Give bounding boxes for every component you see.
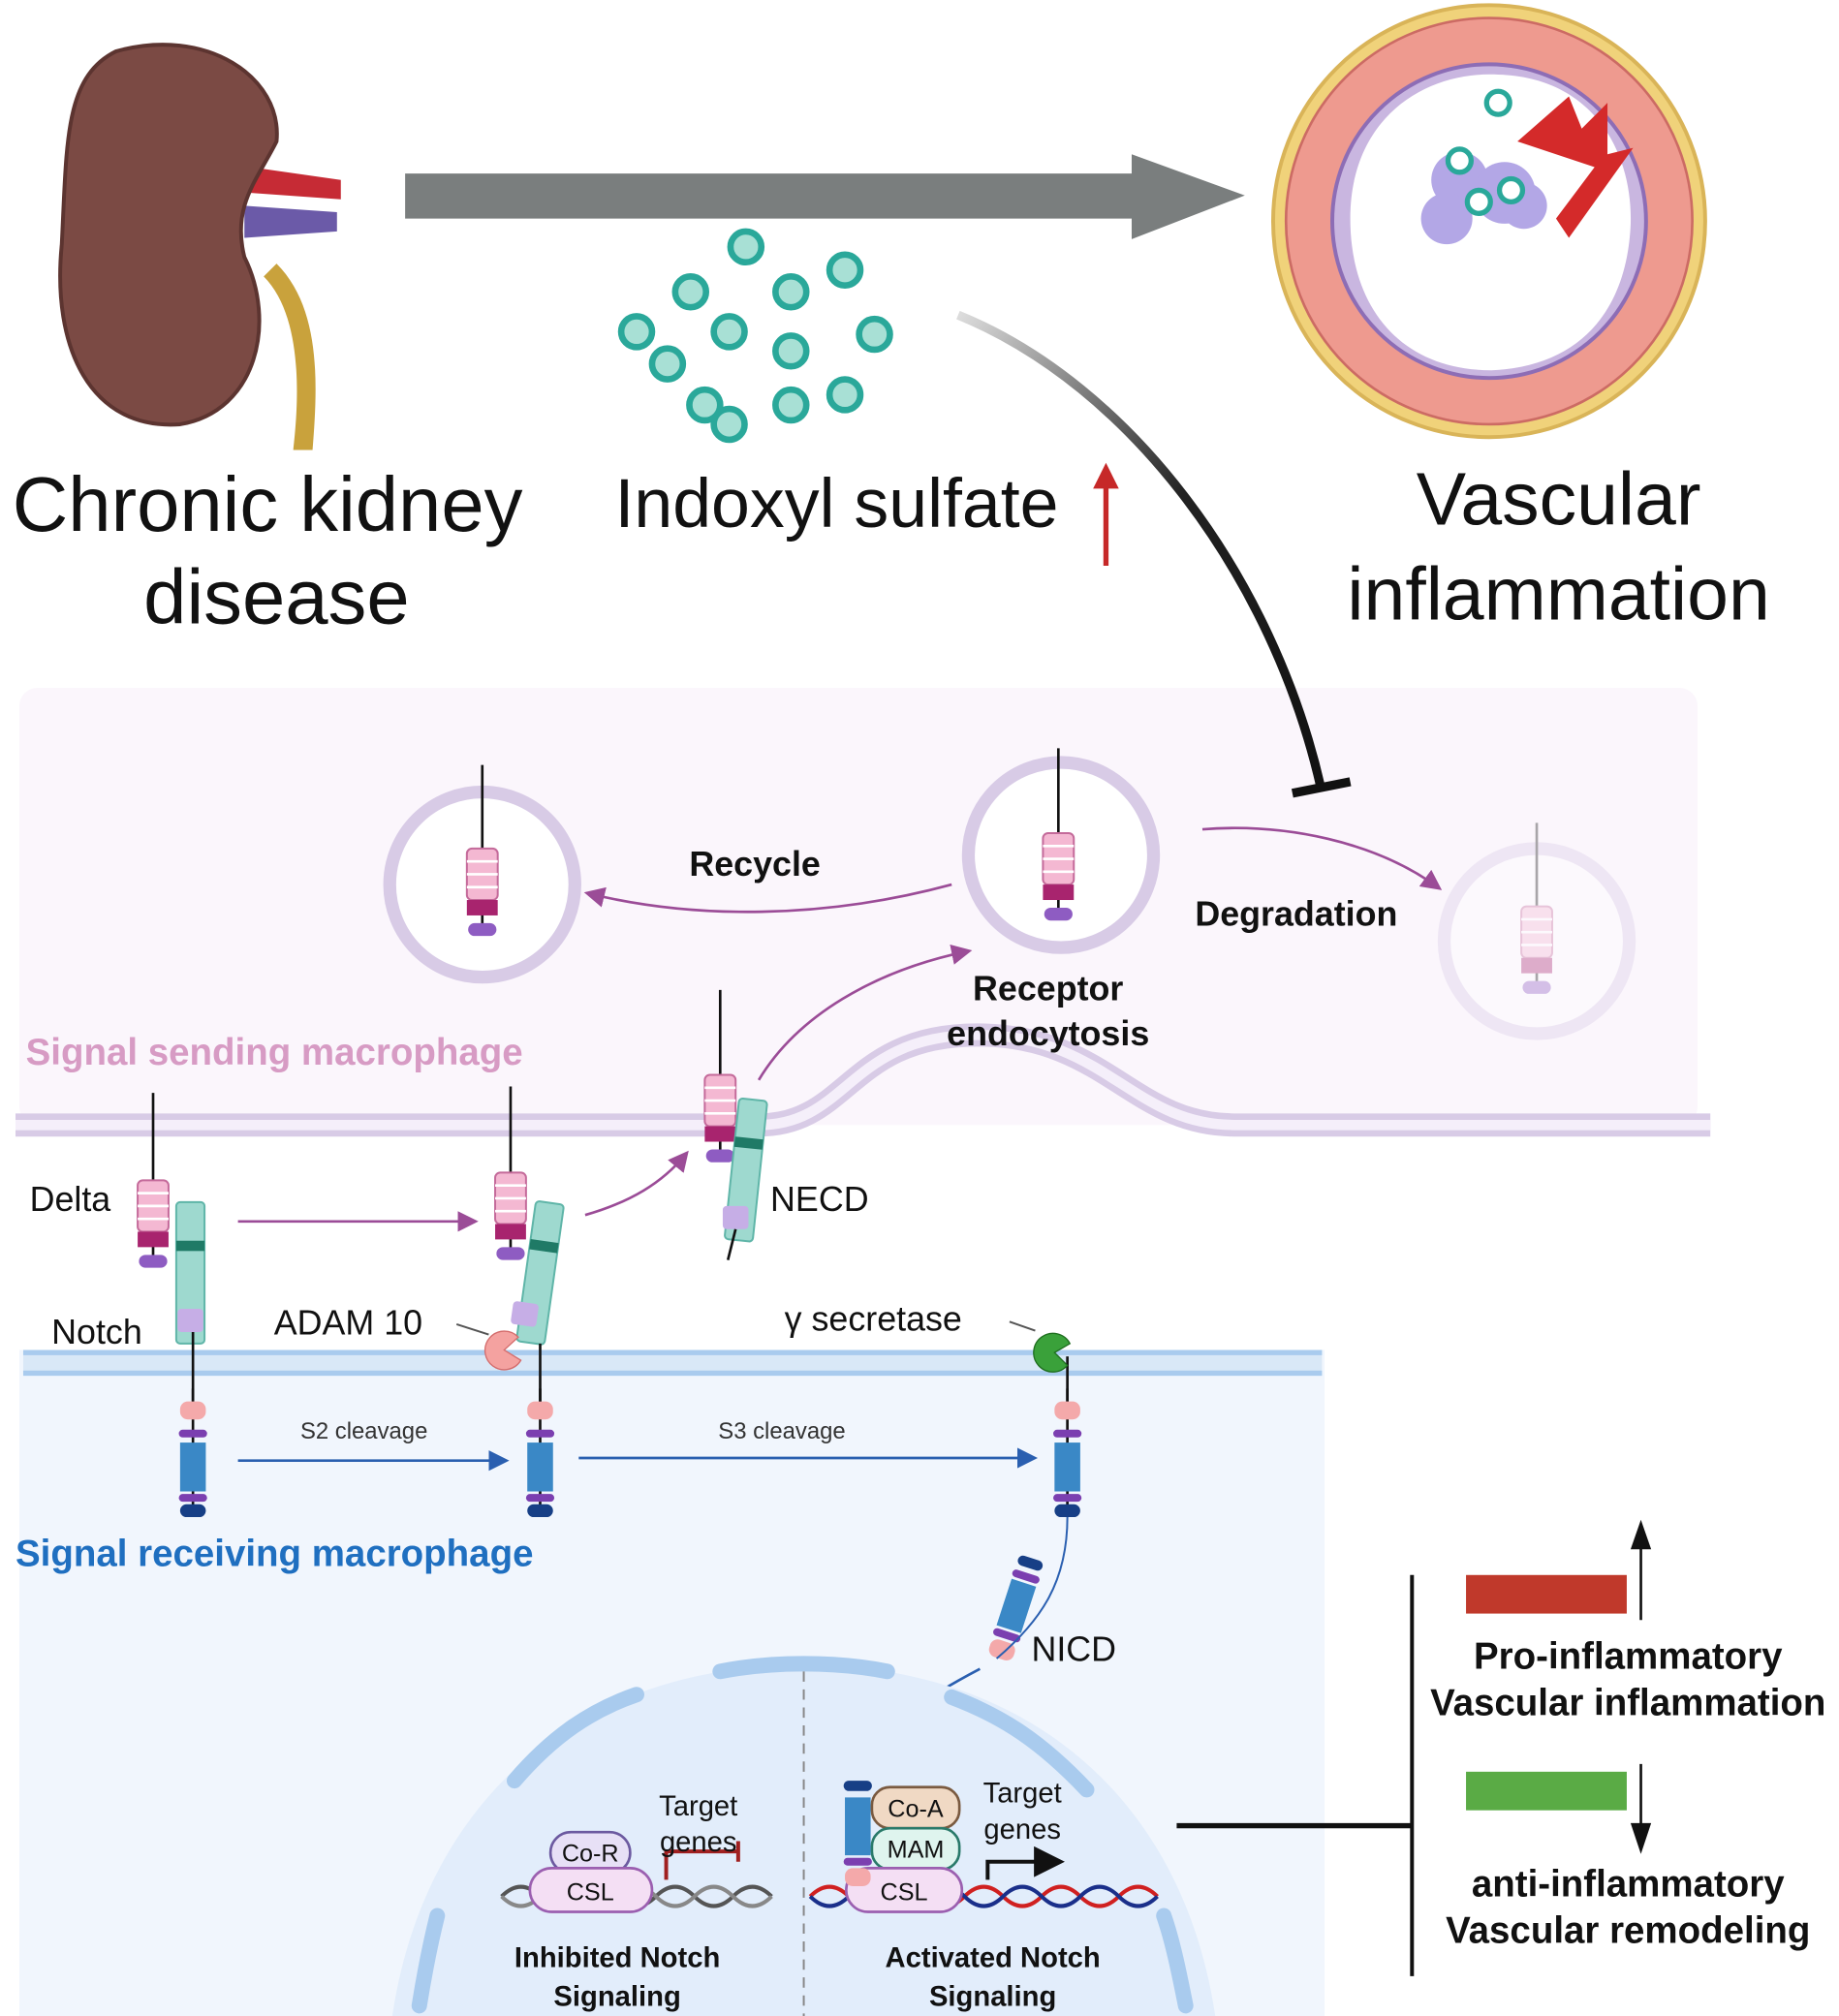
mam-label: MAM [888, 1837, 945, 1864]
adam10-label: ADAM 10 [274, 1304, 422, 1343]
inhibited-complex [500, 1830, 773, 1913]
activated-signaling-label: Activated Notch [886, 1943, 1101, 1974]
target-label-inhibited: Target [659, 1791, 737, 1822]
degradation-arrow [1201, 826, 1443, 890]
nicd-label: NICD [1031, 1630, 1116, 1669]
inhibited-signaling-label-line2: Signaling [553, 1981, 680, 2012]
necd-label: NECD [770, 1180, 869, 1219]
increase-arrow-icon [1093, 462, 1119, 566]
csl-label-activated: CSL [881, 1879, 928, 1907]
progression-arrow [405, 154, 1245, 239]
ckd-label-line2: disease [143, 554, 409, 640]
vascular-label: Vascular [1417, 457, 1701, 541]
anti-inflammatory-bar [1466, 1771, 1627, 1811]
degradation-label: Degradation [1195, 895, 1397, 934]
indoxyl-sulfate-label: Indoxyl sulfate [614, 465, 1058, 543]
delta-label: Delta [30, 1180, 111, 1219]
signal-receiving-macrophage-label: Signal receiving macrophage [16, 1533, 533, 1574]
cor-label: Co-R [562, 1841, 619, 1868]
activation-arrow-icon [985, 1845, 1065, 1880]
activated-signaling-label-line2: Signaling [929, 1981, 1056, 2012]
pro-inflammatory-label: Pro-inflammatory [1474, 1636, 1783, 1678]
inhibited-signaling-label: Inhibited Notch [514, 1943, 720, 1974]
nicd-fragment [988, 1555, 1044, 1661]
activated-complex [808, 1781, 1159, 1913]
inhibition-bar [1291, 777, 1352, 798]
signal-sending-macrophage-label: Signal sending macrophage [26, 1032, 523, 1073]
vascular-remodeling-label: Vascular remodeling [1446, 1909, 1810, 1951]
recycle-label: Recycle [689, 845, 820, 884]
trans-endocytosis-arrow [584, 1150, 689, 1217]
indoxyl-sulfate-molecules [617, 228, 893, 444]
nuclear-envelope [411, 1656, 1194, 2014]
notch-intracellular-3 [1051, 1356, 1083, 1519]
degraded-vesicle [1437, 822, 1636, 1040]
kidney-illustration [58, 43, 341, 450]
receptor-label: Receptor [973, 970, 1123, 1008]
endocytosed-vesicle [961, 748, 1161, 954]
adam10-enzyme-icon [455, 1323, 522, 1371]
target-label-activated: Target [983, 1779, 1062, 1810]
delta-necd-complex [703, 989, 768, 1260]
blood-vessel-illustration [1270, 3, 1707, 440]
arrow-down-icon [1630, 1763, 1652, 1854]
delta-notch-complex-1 [136, 1093, 209, 1519]
anti-inflammatory-label: anti-inflammatory [1472, 1864, 1785, 1906]
ckd-label: Chronic kidney [13, 461, 523, 547]
delta-notch-complex-2 [493, 1086, 566, 1519]
csl-label-inhibited: CSL [567, 1879, 614, 1907]
genes-label-activated: genes [983, 1814, 1061, 1845]
s3-cleavage-label: S3 cleavage [718, 1418, 845, 1444]
vascular-inflammation-label: Vascular inflammation [1430, 1682, 1825, 1723]
notch-label: Notch [51, 1313, 142, 1351]
coa-label: Co-A [888, 1795, 944, 1822]
genes-label-inhibited: genes [660, 1827, 737, 1858]
endocytosis-arrow [757, 944, 973, 1081]
arrow-up-icon [1630, 1519, 1652, 1621]
gamma-secretase-label: γ secretase [785, 1300, 962, 1339]
pro-inflammatory-bar [1466, 1574, 1627, 1614]
inflammation-label: inflammation [1347, 553, 1769, 636]
s2-cleavage-label: S2 cleavage [300, 1418, 427, 1444]
recycled-vesicle [383, 764, 581, 984]
repression-icon [664, 1841, 740, 1880]
inhibition-arrow [956, 310, 1325, 789]
recycle-arrow [583, 883, 952, 914]
endocytosis-label: endocytosis [947, 1014, 1149, 1053]
gamma-secretase-enzyme-icon [1009, 1320, 1072, 1373]
